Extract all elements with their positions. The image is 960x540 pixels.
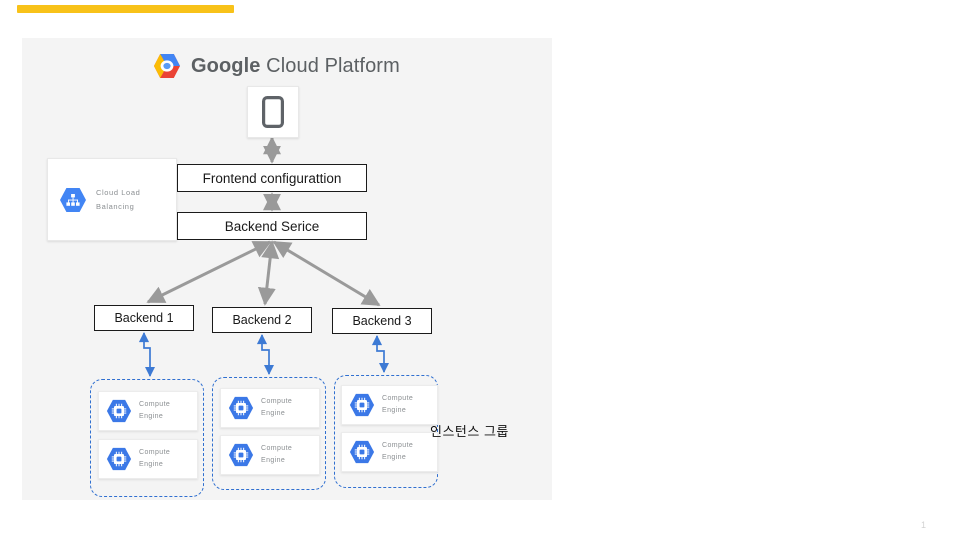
cloud-load-balancing-label: Cloud Load Balancing xyxy=(96,187,141,211)
connector-backend1-group1 xyxy=(138,331,156,378)
instance-group-3[interactable]: Compute Engine Compute Engine xyxy=(334,375,438,488)
page-number: 1 xyxy=(920,520,926,530)
cloud-load-balancing-node[interactable]: Cloud Load Balancing xyxy=(47,158,177,241)
compute-engine-label: Compute Engine xyxy=(261,398,293,417)
connector-backendservice-backend3 xyxy=(272,240,381,307)
compute-engine-icon xyxy=(349,393,375,417)
backend-2-box[interactable]: Backend 2 xyxy=(212,307,312,333)
instance-group-caption: 인스턴스 그룹 xyxy=(430,424,509,439)
compute-engine-instance[interactable]: Compute Engine xyxy=(98,439,198,479)
smartphone-icon xyxy=(262,96,284,128)
diagram-canvas: Google Cloud Platform Cloud Load Balanci… xyxy=(22,38,552,500)
connector-backend3-group3 xyxy=(371,334,390,374)
cloud-load-balancing-icon xyxy=(60,187,86,212)
compute-engine-instance[interactable]: Compute Engine xyxy=(220,388,320,428)
compute-engine-icon xyxy=(349,440,375,464)
instance-group-2[interactable]: Compute Engine Compute Engine xyxy=(212,377,326,490)
compute-engine-icon xyxy=(106,447,132,471)
compute-engine-label: Compute Engine xyxy=(139,401,171,420)
backend-service-box[interactable]: Backend Serice xyxy=(177,212,367,240)
compute-engine-instance[interactable]: Compute Engine xyxy=(98,391,198,431)
compute-engine-instance[interactable]: Compute Engine xyxy=(341,385,438,425)
compute-engine-label: Compute Engine xyxy=(139,449,171,468)
connector-backendservice-backend2 xyxy=(257,240,280,306)
gcp-wordmark: Google Cloud Platform xyxy=(191,55,400,78)
client-device-node[interactable] xyxy=(247,86,299,138)
instance-group-1[interactable]: Compute Engine Compute Engine xyxy=(90,379,204,497)
compute-engine-icon xyxy=(106,399,132,423)
compute-engine-label: Compute Engine xyxy=(382,395,414,414)
compute-engine-icon xyxy=(228,443,254,467)
compute-engine-icon xyxy=(228,396,254,420)
backend-1-box[interactable]: Backend 1 xyxy=(94,305,194,331)
connector-backend2-group2 xyxy=(256,333,275,376)
frontend-configuration-label: Frontend configurattion xyxy=(202,170,342,186)
backend-3-box[interactable]: Backend 3 xyxy=(332,308,432,334)
gcp-wordmark-bold: Google xyxy=(191,54,261,77)
backend-3-label: Backend 3 xyxy=(352,314,412,328)
compute-engine-instance[interactable]: Compute Engine xyxy=(220,435,320,475)
connector-backendservice-backend1 xyxy=(146,240,272,304)
backend-1-label: Backend 1 xyxy=(114,311,174,325)
frontend-configuration-box[interactable]: Frontend configurattion xyxy=(177,164,367,192)
backend-2-label: Backend 2 xyxy=(232,313,292,327)
slide-accent-bar xyxy=(17,5,234,13)
compute-engine-label: Compute Engine xyxy=(261,445,293,464)
gcp-hexagon-icon xyxy=(154,54,180,78)
compute-engine-label: Compute Engine xyxy=(382,442,414,461)
gcp-wordmark-light: Cloud Platform xyxy=(260,54,400,77)
compute-engine-instance[interactable]: Compute Engine xyxy=(341,432,438,472)
google-cloud-platform-logo: Google Cloud Platform xyxy=(152,50,437,82)
backend-service-label: Backend Serice xyxy=(224,218,320,234)
